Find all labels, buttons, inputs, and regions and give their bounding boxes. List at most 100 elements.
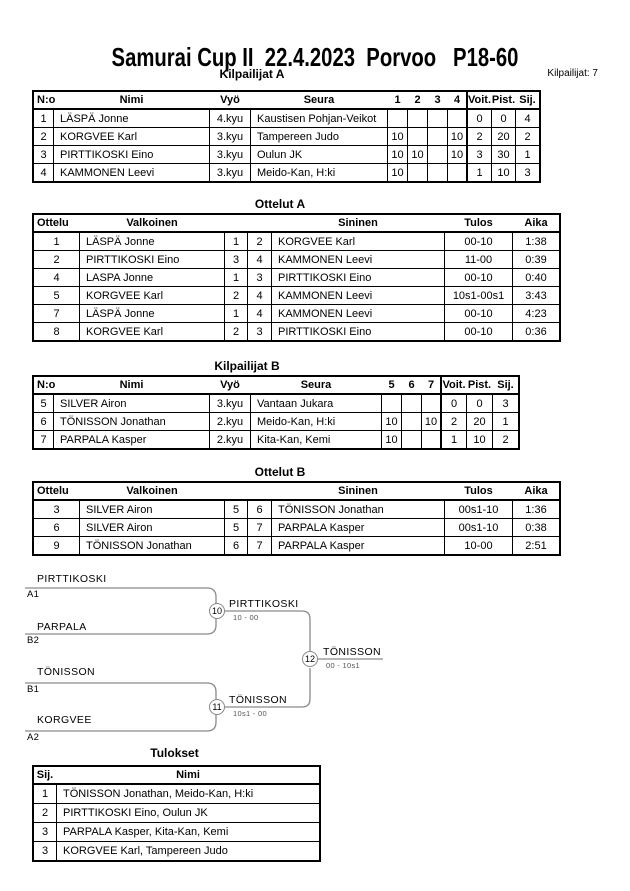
round-column-header: 2 xyxy=(414,94,421,106)
bracket-sf2-bottom-seed: A2 xyxy=(27,732,40,743)
match-no-cell: 3 xyxy=(34,501,80,518)
blue-name-cell: PIRTTIKOSKI Eino xyxy=(272,269,445,286)
bracket-final-score: 00 - 10s1 xyxy=(326,661,360,670)
time-cell: 0:40 xyxy=(525,271,547,284)
wins-cell: 1 xyxy=(442,431,467,448)
place-cell: 2 xyxy=(34,804,57,822)
belt-cell: 3.kyu xyxy=(210,128,251,145)
club-cell: Kaustisen Pohjan-Veikot xyxy=(251,110,388,127)
bracket-sf1-score: 10 - 00 xyxy=(233,613,259,622)
table-row: 9 TÖNISSON Jonathan 6 7 PARPALA Kasper 1… xyxy=(34,536,559,554)
pool-b-table: N:o Nimi Vyö Seura 5 6 7 Voit. Pist. Sij… xyxy=(32,375,520,450)
table-row: 5 KORGVEE Karl 2 4 KAMMONEN Leevi 10s1-0… xyxy=(34,286,559,304)
bracket-sf1-top-name: PIRTTIKOSKI xyxy=(37,573,107,585)
blue-name-cell: KAMMONEN Leevi xyxy=(272,305,445,322)
no-cell: 5 xyxy=(34,395,54,412)
round-cell xyxy=(448,164,468,181)
round-cell: 10 xyxy=(382,431,402,448)
table-row: 3 KORGVEE Karl, Tampereen Judo xyxy=(34,841,319,860)
round-cell: 10 xyxy=(408,146,428,163)
matches-b-heading: Ottelut B xyxy=(254,465,306,479)
blue-no-cell: 3 xyxy=(248,269,272,286)
match-no-cell: 4 xyxy=(34,269,80,286)
bracket-sf1-winner-name: PIRTTIKOSKI xyxy=(229,598,299,610)
blue-no-cell: 4 xyxy=(248,251,272,268)
club-cell: Meido-Kan, H:ki xyxy=(251,413,382,430)
matches-b-table: Ottelu Valkoinen Sininen Tulos Aika 3 SI… xyxy=(32,481,561,556)
match-no-cell: 6 xyxy=(34,519,80,536)
bracket-final-winner-name: TÖNISSON xyxy=(323,646,382,658)
match-no-cell: 2 xyxy=(34,251,80,268)
round-cell: 10 xyxy=(448,128,468,145)
bracket-sf2-score: 10s1 - 00 xyxy=(233,709,267,718)
place-column-header: Sij. xyxy=(519,94,536,106)
pool-a-heading: Kilpailijat A xyxy=(219,67,285,81)
round-column-header: 7 xyxy=(422,377,442,393)
pool-a-header-row: N:o Nimi Vyö Seura 1 2 3 4 Voit. Pist. S… xyxy=(34,92,539,109)
belt-cell: 2.kyu xyxy=(210,413,251,430)
no-column-header: N:o xyxy=(37,94,56,106)
blue-name-cell: KAMMONEN Leevi xyxy=(272,287,445,304)
points-cell: 20 xyxy=(467,413,493,430)
white-name-cell: KORGVEE Karl xyxy=(80,323,225,340)
bracket-sf2-top-seed: B1 xyxy=(27,684,40,695)
match-circle-10: 10 xyxy=(209,603,225,619)
round-cell xyxy=(428,146,448,163)
no-column-header: N:o xyxy=(37,379,56,391)
white-name-cell: SILVER Airon xyxy=(80,519,225,536)
round-cell xyxy=(402,413,422,430)
result-cell: 00-10 xyxy=(445,323,513,340)
table-row: 3 PARPALA Kasper, Kita-Kan, Kemi xyxy=(34,822,319,841)
place-column-header: Sij. xyxy=(497,379,514,391)
white-no-cell: 1 xyxy=(225,305,248,322)
white-name-cell: KORGVEE Karl xyxy=(80,287,225,304)
blue-no-cell: 3 xyxy=(248,323,272,340)
wins-column-header: Voit. xyxy=(442,379,466,391)
name-cell: PARPALA Kasper, Kita-Kan, Kemi xyxy=(63,826,229,838)
round-cell xyxy=(428,110,448,127)
place-cell: 3 xyxy=(524,166,531,179)
points-column-header: Pist. xyxy=(467,379,492,391)
results-header-row: Sij. Nimi xyxy=(34,767,319,784)
round-cell: 10 xyxy=(388,164,408,181)
place-cell: 3 xyxy=(502,397,509,410)
match-column-header: Ottelu xyxy=(37,485,69,497)
name-cell: PIRTTIKOSKI Eino xyxy=(54,146,210,163)
blue-no-cell: 4 xyxy=(248,287,272,304)
table-row: 5 SILVER Airon 3.kyu Vantaan Jukara 0 0 … xyxy=(34,394,518,412)
white-no-cell: 5 xyxy=(225,519,248,536)
round-column-header: 4 xyxy=(448,92,468,108)
blue-name-cell: KORGVEE Karl xyxy=(272,233,445,250)
wins-cell: 0 xyxy=(468,110,492,127)
table-row: 4 KAMMONEN Leevi 3.kyu Meido-Kan, H:ki 1… xyxy=(34,163,539,181)
white-no-column-header xyxy=(225,483,248,499)
place-cell: 3 xyxy=(34,842,57,860)
white-name-cell: PIRTTIKOSKI Eino xyxy=(80,251,225,268)
round-column-header: 6 xyxy=(408,379,415,391)
blue-name-cell: KAMMONEN Leevi xyxy=(272,251,445,268)
table-row: 7 PARPALA Kasper 2.kyu Kita-Kan, Kemi 10… xyxy=(34,430,518,448)
wins-column-header: Voit. xyxy=(468,94,492,106)
points-cell: 20 xyxy=(492,128,516,145)
wins-cell: 0 xyxy=(442,395,467,412)
belt-cell: 2.kyu xyxy=(210,431,251,448)
matches-a-table: Ottelu Valkoinen Sininen Tulos Aika 1 LÄ… xyxy=(32,213,561,342)
time-cell: 0:39 xyxy=(525,253,547,266)
table-row: 3 PIRTTIKOSKI Eino 3.kyu Oulun JK 10 10 … xyxy=(34,145,539,163)
club-cell: Kita-Kan, Kemi xyxy=(251,431,382,448)
time-column-header: Aika xyxy=(524,485,548,497)
name-cell: KAMMONEN Leevi xyxy=(54,164,210,181)
place-cell: 3 xyxy=(34,823,57,841)
pool-b-header-row: N:o Nimi Vyö Seura 5 6 7 Voit. Pist. Sij… xyxy=(34,377,518,394)
name-cell: KORGVEE Karl, Tampereen Judo xyxy=(63,845,228,857)
points-cell: 10 xyxy=(467,431,493,448)
name-cell: LÄSPÄ Jonne xyxy=(54,110,210,127)
white-no-cell: 6 xyxy=(225,537,248,554)
table-row: 6 SILVER Airon 5 7 PARPALA Kasper 00s1-1… xyxy=(34,518,559,536)
round-column-header: 5 xyxy=(388,379,395,391)
white-no-cell: 1 xyxy=(225,233,248,250)
match-no-cell: 5 xyxy=(34,287,80,304)
match-no-cell: 7 xyxy=(34,305,80,322)
blue-name-cell: PARPALA Kasper xyxy=(272,519,445,536)
